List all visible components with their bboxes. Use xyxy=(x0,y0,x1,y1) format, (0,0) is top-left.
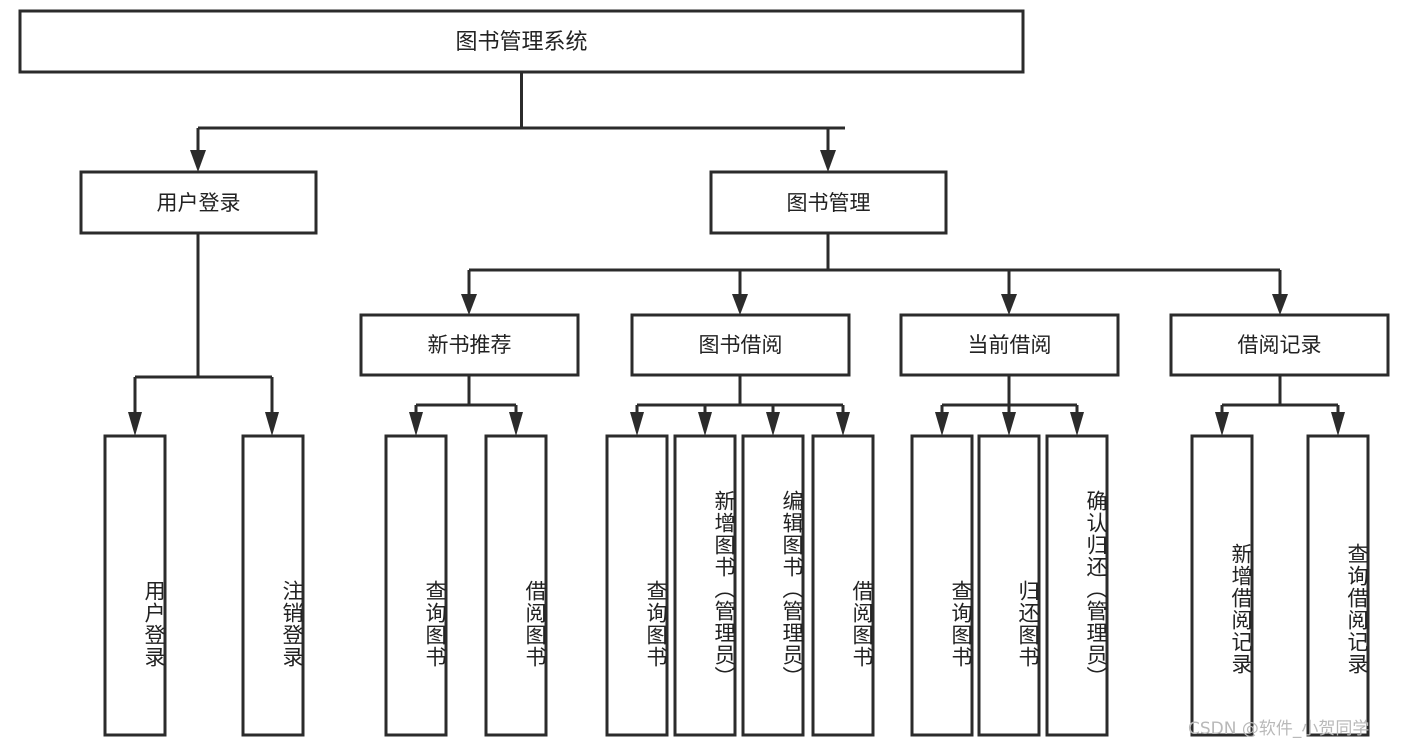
arrow-head-leaf-query-book-2 xyxy=(630,412,644,436)
node-leaf-query-record[interactable] xyxy=(1306,434,1370,737)
node-book-borrow[interactable] xyxy=(630,313,851,377)
arrow-head-leaf-query-book-3 xyxy=(935,412,949,436)
arrow-head-leaf-confirm-return xyxy=(1070,412,1084,436)
arrow-head-leaf-query-book-1 xyxy=(409,412,423,436)
arrow-head-leaf-query-record xyxy=(1331,412,1345,436)
arrow-head-leaf-user-login xyxy=(128,412,142,436)
arrow-head-borrow-record xyxy=(1272,294,1288,315)
arrow-head-leaf-user-logout xyxy=(265,412,279,436)
node-book-manage[interactable] xyxy=(709,170,948,235)
connector-group-user-login xyxy=(128,233,279,436)
node-new-book-recommend-label: 新书推荐 xyxy=(428,333,512,357)
connector-group-root xyxy=(190,72,845,172)
arrow-head-book-manage xyxy=(820,150,836,172)
node-new-book-recommend[interactable] xyxy=(359,313,580,377)
connector-group-book-borrow xyxy=(630,375,850,436)
arrow-head-leaf-borrow-book-2 xyxy=(836,412,850,436)
node-leaf-query-book-2[interactable] xyxy=(605,434,669,737)
arrow-head-user-login xyxy=(190,150,206,172)
arrow-head-leaf-borrow-book-1 xyxy=(509,412,523,436)
node-leaf-borrow-book-1[interactable] xyxy=(484,434,548,737)
node-leaf-borrow-book-2[interactable] xyxy=(811,434,875,737)
watermark-text: CSDN @软件_小贺同学 xyxy=(1188,719,1370,739)
node-book-manage-label: 图书管理 xyxy=(787,191,871,215)
node-book-borrow-label: 图书借阅 xyxy=(699,333,783,357)
node-leaf-add-book[interactable] xyxy=(673,434,737,737)
arrow-head-new-book-recommend xyxy=(461,294,477,315)
arrow-head-leaf-return-book xyxy=(1002,412,1016,436)
node-leaf-user-login[interactable] xyxy=(103,434,167,737)
node-leaf-confirm-return[interactable] xyxy=(1045,434,1109,737)
connector-group-current-borrow xyxy=(935,375,1084,436)
node-user-login[interactable] xyxy=(79,170,318,235)
arrow-head-leaf-add-record xyxy=(1215,412,1229,436)
node-leaf-add-record[interactable] xyxy=(1190,434,1254,737)
node-borrow-record-label: 借阅记录 xyxy=(1238,333,1322,357)
arrow-head-current-borrow xyxy=(1001,294,1017,315)
arrow-head-leaf-add-book xyxy=(698,412,712,436)
node-current-borrow[interactable] xyxy=(899,313,1120,377)
node-root[interactable] xyxy=(18,9,1025,74)
node-user-login-label: 用户登录 xyxy=(157,191,241,215)
connector-group-borrow-record xyxy=(1215,375,1345,436)
node-leaf-query-book-1[interactable] xyxy=(384,434,448,737)
node-root-label: 图书管理系统 xyxy=(455,30,587,55)
node-leaf-return-book[interactable] xyxy=(977,434,1041,737)
connector-group-new-book-recommend xyxy=(409,375,523,436)
node-leaf-edit-book[interactable] xyxy=(741,434,805,737)
arrow-head-book-borrow xyxy=(732,294,748,315)
connector-group-book-manage xyxy=(461,233,1288,315)
arrow-head-leaf-edit-book xyxy=(766,412,780,436)
node-current-borrow-label: 当前借阅 xyxy=(968,333,1052,357)
node-leaf-query-book-3[interactable] xyxy=(910,434,974,737)
node-borrow-record[interactable] xyxy=(1169,313,1390,377)
node-leaf-user-logout[interactable] xyxy=(241,434,305,737)
